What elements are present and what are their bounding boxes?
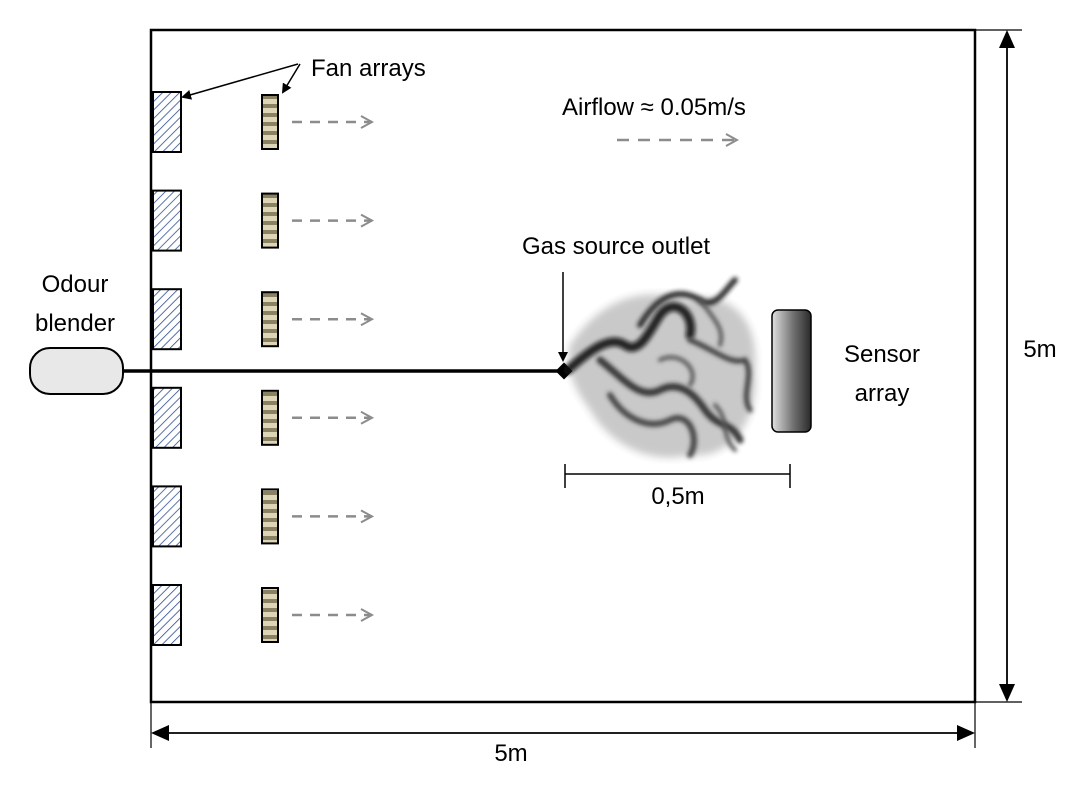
- inner-fan: [261, 192, 279, 249]
- sensor-array: [771, 309, 812, 433]
- room-height-dimension: [975, 29, 1022, 703]
- odour-blender-label-line1: Odour: [42, 271, 109, 298]
- inlet-fan: [152, 189, 182, 252]
- odour-blender: [29, 347, 124, 395]
- inner-fan: [261, 94, 279, 150]
- fan-arrays-pointer-inlet: [181, 63, 299, 100]
- airflow-label: Airflow ≈ 0.05m/s: [562, 94, 746, 121]
- inner-fan: [261, 488, 279, 545]
- airflow-arrows: [292, 122, 372, 615]
- inner-fan: [261, 389, 279, 446]
- inlet-fan: [152, 288, 182, 351]
- inlet-fan: [152, 91, 182, 153]
- fan-arrays-label: Fan arrays: [311, 55, 426, 82]
- inner-fan-array: [261, 94, 279, 643]
- plume-scale-bar: [564, 464, 791, 488]
- room-boundary: [149, 28, 977, 704]
- gas-plume: [563, 277, 756, 458]
- plume-scale-label: 0,5m: [651, 483, 704, 510]
- sensor-array-label-line2: array: [855, 380, 910, 407]
- sensor-array-label-line1: Sensor: [844, 341, 920, 368]
- odour-blender-label-line2: blender: [35, 310, 115, 337]
- inner-fan: [261, 291, 279, 348]
- inlet-fan: [152, 584, 182, 646]
- inlet-fan-array: [152, 91, 182, 646]
- fan-arrays-pointer-inner: [281, 63, 301, 94]
- inlet-fan: [152, 485, 182, 548]
- room-height-label: 5m: [1023, 336, 1056, 363]
- inner-fan: [261, 587, 279, 643]
- room-width-label: 5m: [494, 740, 527, 767]
- gas-source-outlet-label: Gas source outlet: [522, 233, 710, 260]
- room-width-dimension: [150, 702, 976, 748]
- inlet-fan: [152, 386, 182, 449]
